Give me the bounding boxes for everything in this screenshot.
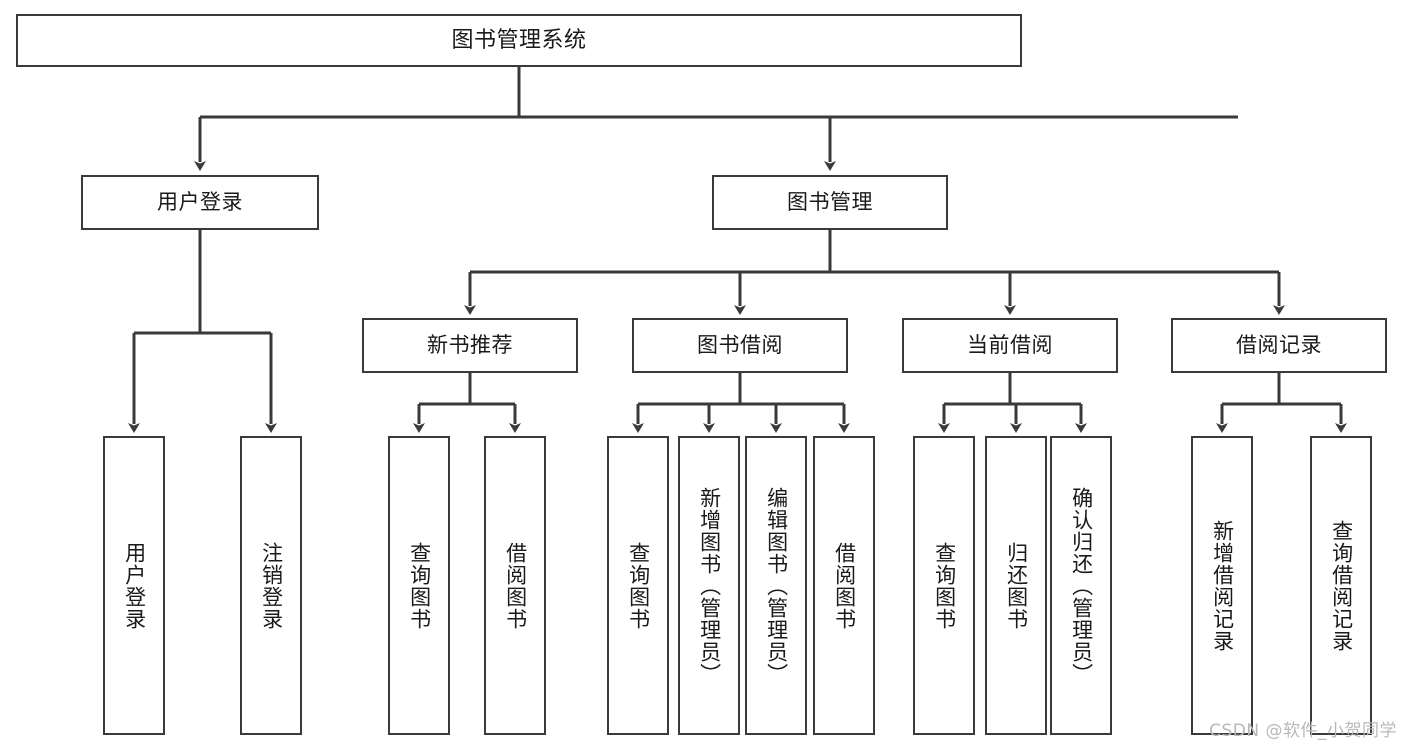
node-leaf-edit-book[interactable]: 编辑图书（管理员） xyxy=(745,436,807,735)
node-leaf-query-book-3[interactable]: 查询图书 xyxy=(913,436,975,735)
node-root-system[interactable]: 图书管理系统 xyxy=(16,14,1022,67)
node-leaf-borrow-book-1[interactable]: 借阅图书 xyxy=(484,436,546,735)
node-leaf-label: 借阅图书 xyxy=(832,541,857,630)
node-leaf-add-record[interactable]: 新增借阅记录 xyxy=(1191,436,1253,735)
node-leaf-confirm-return[interactable]: 确认归还（管理员） xyxy=(1050,436,1112,735)
node-leaf-add-book[interactable]: 新增图书（管理员） xyxy=(678,436,740,735)
node-leaf-label: 查询图书 xyxy=(407,541,432,630)
node-leaf-query-record[interactable]: 查询借阅记录 xyxy=(1310,436,1372,735)
node-book-manage[interactable]: 图书管理 xyxy=(712,175,948,230)
node-leaf-label: 注销登录 xyxy=(259,541,284,630)
node-leaf-borrow-book-2[interactable]: 借阅图书 xyxy=(813,436,875,735)
node-leaf-label: 借阅图书 xyxy=(503,541,528,630)
node-leaf-label: 查询图书 xyxy=(626,541,651,630)
node-leaf-label: 归还图书 xyxy=(1004,541,1029,630)
node-book-borrow[interactable]: 图书借阅 xyxy=(632,318,848,373)
node-leaf-user-login[interactable]: 用户登录 xyxy=(103,436,165,735)
node-leaf-return-book[interactable]: 归还图书 xyxy=(985,436,1047,735)
node-borrow-record[interactable]: 借阅记录 xyxy=(1171,318,1387,373)
node-leaf-query-book-2[interactable]: 查询图书 xyxy=(607,436,669,735)
node-leaf-label: 新增借阅记录 xyxy=(1210,519,1235,652)
node-leaf-label: 编辑图书（管理员） xyxy=(764,486,789,685)
node-leaf-label: 用户登录 xyxy=(122,541,147,630)
node-leaf-query-book-1[interactable]: 查询图书 xyxy=(388,436,450,735)
node-leaf-logout[interactable]: 注销登录 xyxy=(240,436,302,735)
node-user-login[interactable]: 用户登录 xyxy=(81,175,319,230)
csdn-watermark: CSDN @软件_小贺同学 xyxy=(1209,721,1397,741)
node-leaf-label: 新增图书（管理员） xyxy=(697,486,722,685)
node-current-borrow[interactable]: 当前借阅 xyxy=(902,318,1118,373)
node-new-book-recommend[interactable]: 新书推荐 xyxy=(362,318,578,373)
node-leaf-label: 查询借阅记录 xyxy=(1329,519,1354,652)
node-leaf-label: 查询图书 xyxy=(932,541,957,630)
node-leaf-label: 确认归还（管理员） xyxy=(1069,486,1094,685)
